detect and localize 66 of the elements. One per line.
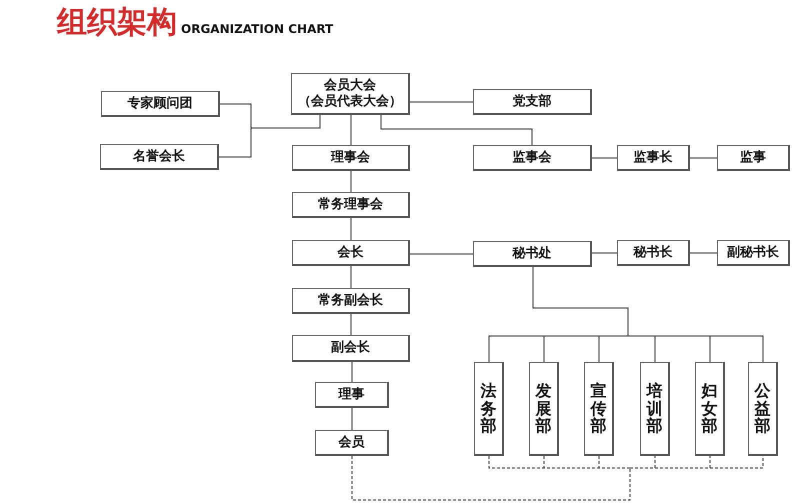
unit-name: 专家顾问团 xyxy=(128,96,192,112)
connector-line xyxy=(350,314,352,336)
connector-line xyxy=(350,114,352,146)
department-box xyxy=(695,362,725,456)
org-unit-box xyxy=(617,240,690,266)
unit-name: 公益部 xyxy=(754,382,770,435)
unit-name: 常务副会长 xyxy=(318,292,383,308)
org-unit-box xyxy=(315,430,389,456)
connector-line xyxy=(250,114,320,128)
org-unit-box xyxy=(292,240,410,266)
connector-line xyxy=(628,336,764,362)
org-unit-box xyxy=(100,144,219,170)
department-box xyxy=(748,362,778,456)
unit-name: 名誉会长 xyxy=(133,148,185,164)
org-unit-box xyxy=(473,241,592,267)
connector-line xyxy=(380,114,532,146)
dashed-connector xyxy=(598,456,630,468)
department-box xyxy=(584,362,614,456)
connector-line xyxy=(592,252,618,254)
org-unit-box xyxy=(292,192,410,218)
connector-line xyxy=(598,336,628,362)
unit-name: 会长 xyxy=(338,244,364,260)
connector-line xyxy=(532,266,628,336)
unit-name: 培训部 xyxy=(646,382,662,435)
department-box xyxy=(474,362,504,456)
unit-name: 宣传部 xyxy=(590,382,606,435)
chart-title: 组织架构 xyxy=(57,4,177,42)
org-unit-box xyxy=(292,288,410,314)
org-unit-box xyxy=(717,145,790,171)
chart-subtitle: ORGANIZATION CHART xyxy=(181,22,334,37)
connector-line xyxy=(350,170,352,192)
org-unit-box xyxy=(717,240,790,266)
unit-name: 常务理事会 xyxy=(318,196,383,212)
org-unit-box xyxy=(315,382,389,408)
org-unit-box xyxy=(292,335,410,362)
unit-name: 妇女部 xyxy=(702,382,718,435)
unit-name: 副秘书长 xyxy=(727,244,779,260)
unit-name: 会员大会 xyxy=(324,78,376,94)
unit-name: （会员代表大会） xyxy=(298,94,402,110)
connector-line xyxy=(218,128,252,158)
unit-name: 监事 xyxy=(740,150,766,166)
dashed-connector xyxy=(630,456,764,468)
unit-name: 秘书长 xyxy=(634,244,672,260)
connector-line xyxy=(350,266,352,288)
unit-name: 副会长 xyxy=(331,340,370,356)
dashed-connector xyxy=(352,456,630,500)
department-box xyxy=(529,362,559,456)
org-unit-box xyxy=(473,89,592,115)
department-box xyxy=(640,362,670,456)
unit-name: 监事长 xyxy=(634,150,672,166)
unit-name: 党支部 xyxy=(512,94,552,110)
unit-name: 发展部 xyxy=(536,382,552,435)
unit-name: 理事会 xyxy=(331,150,370,166)
unit-name: 会员 xyxy=(338,434,364,450)
org-unit-box xyxy=(473,145,592,171)
connector-line xyxy=(690,252,718,254)
unit-name: 秘书处 xyxy=(512,246,552,262)
org-unit-box xyxy=(291,73,410,115)
connector-line xyxy=(220,104,252,128)
connector-line xyxy=(350,218,352,240)
org-unit-box xyxy=(101,91,220,117)
unit-name: 监事会 xyxy=(512,150,552,166)
unit-name: 理事 xyxy=(338,386,364,402)
org-unit-box xyxy=(292,145,410,171)
org-unit-box xyxy=(617,145,690,171)
unit-name: 法务部 xyxy=(480,382,496,435)
